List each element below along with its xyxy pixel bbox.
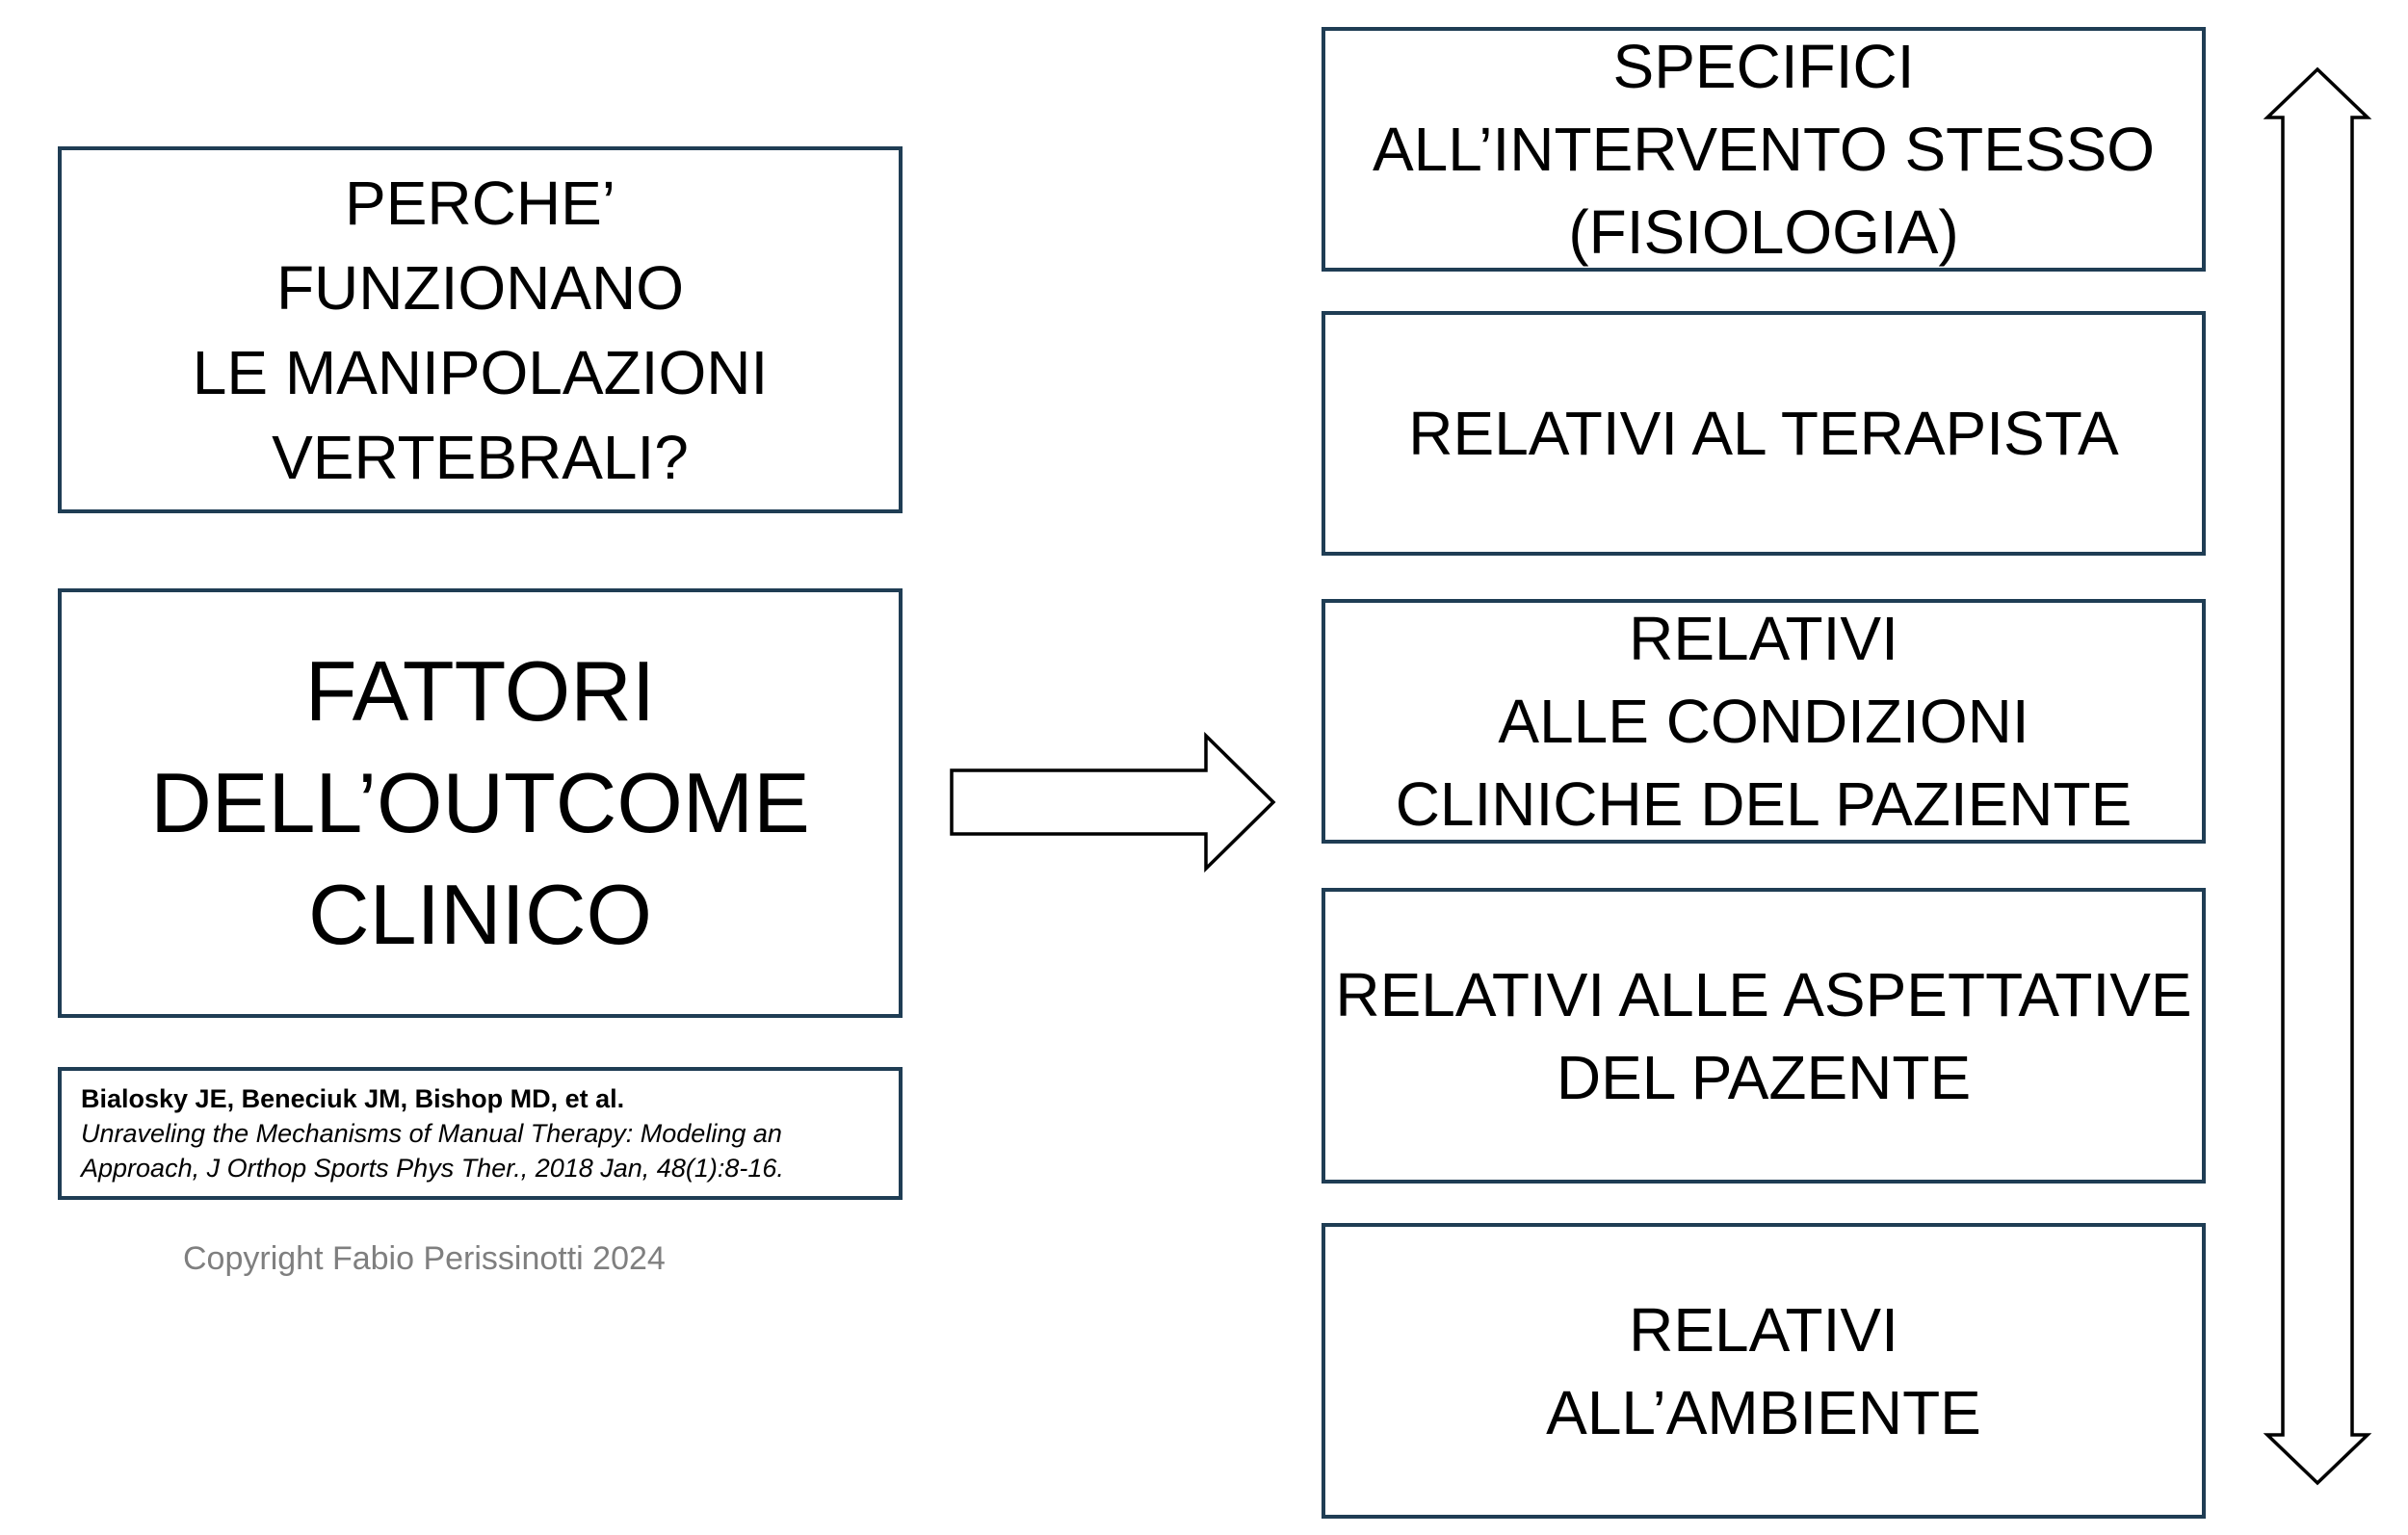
reference-citation-line: Unraveling the Mechanisms of Manual Ther…	[81, 1119, 782, 1148]
factor-line: ALL’INTERVENTO STESSO	[1372, 115, 2156, 184]
outcome-line: CLINICO	[308, 867, 652, 962]
outcome-line: DELL’OUTCOME	[150, 755, 810, 850]
question-line: VERTEBRALI?	[272, 422, 689, 492]
factor-line: SPECIFICI	[1612, 32, 1915, 101]
question-line: LE MANIPOLAZIONI	[192, 337, 769, 407]
double-arrow-vertical-icon	[2263, 66, 2372, 1486]
factor-line: RELATIVI ALLE ASPETTATIVE	[1335, 959, 2192, 1029]
reference-authors: Bialosky JE, Beneciuk JM, Bishop MD, et …	[81, 1084, 625, 1113]
question-line: FUNZIONANO	[275, 252, 685, 323]
question-line: PERCHE’	[345, 168, 615, 238]
factor-line: RELATIVI	[1629, 1294, 1898, 1365]
factor-line: CLINICHE DEL PAZIENTE	[1395, 769, 2133, 839]
reference-citation-line: Approach, J Orthop Sports Phys Ther., 20…	[81, 1154, 784, 1183]
factor-box-intervention: SPECIFICI ALL’INTERVENTO STESSO (FISIOLO…	[1322, 27, 2206, 272]
factor-box-patient-expectations: RELATIVI ALLE ASPETTATIVE DEL PAZENTE	[1322, 888, 2206, 1184]
factor-line: RELATIVI AL TERAPISTA	[1408, 399, 2119, 468]
factor-box-clinical-conditions: RELATIVI ALLE CONDIZIONI CLINICHE DEL PA…	[1322, 599, 2206, 844]
factor-box-environment: RELATIVI ALL’AMBIENTE	[1322, 1223, 2206, 1519]
factor-line: ALL’AMBIENTE	[1546, 1377, 1981, 1447]
copyright-text: Copyright Fabio Perissinotti 2024	[183, 1240, 666, 1277]
reference-box: Bialosky JE, Beneciuk JM, Bishop MD, et …	[58, 1067, 903, 1200]
factor-line: ALLE CONDIZIONI	[1498, 687, 2029, 756]
outcome-line: FATTORI	[304, 643, 656, 739]
factor-box-therapist: RELATIVI AL TERAPISTA	[1322, 311, 2206, 556]
outcome-factors-box: FATTORI DELL’OUTCOME CLINICO	[58, 588, 903, 1018]
factor-line: DEL PAZENTE	[1556, 1042, 1972, 1112]
question-box: PERCHE’ FUNZIONANO LE MANIPOLAZIONI VERT…	[58, 146, 903, 513]
factor-line: (FISIOLOGIA)	[1568, 197, 1959, 267]
factor-line: RELATIVI	[1629, 604, 1898, 673]
arrow-right-icon	[950, 731, 1276, 873]
